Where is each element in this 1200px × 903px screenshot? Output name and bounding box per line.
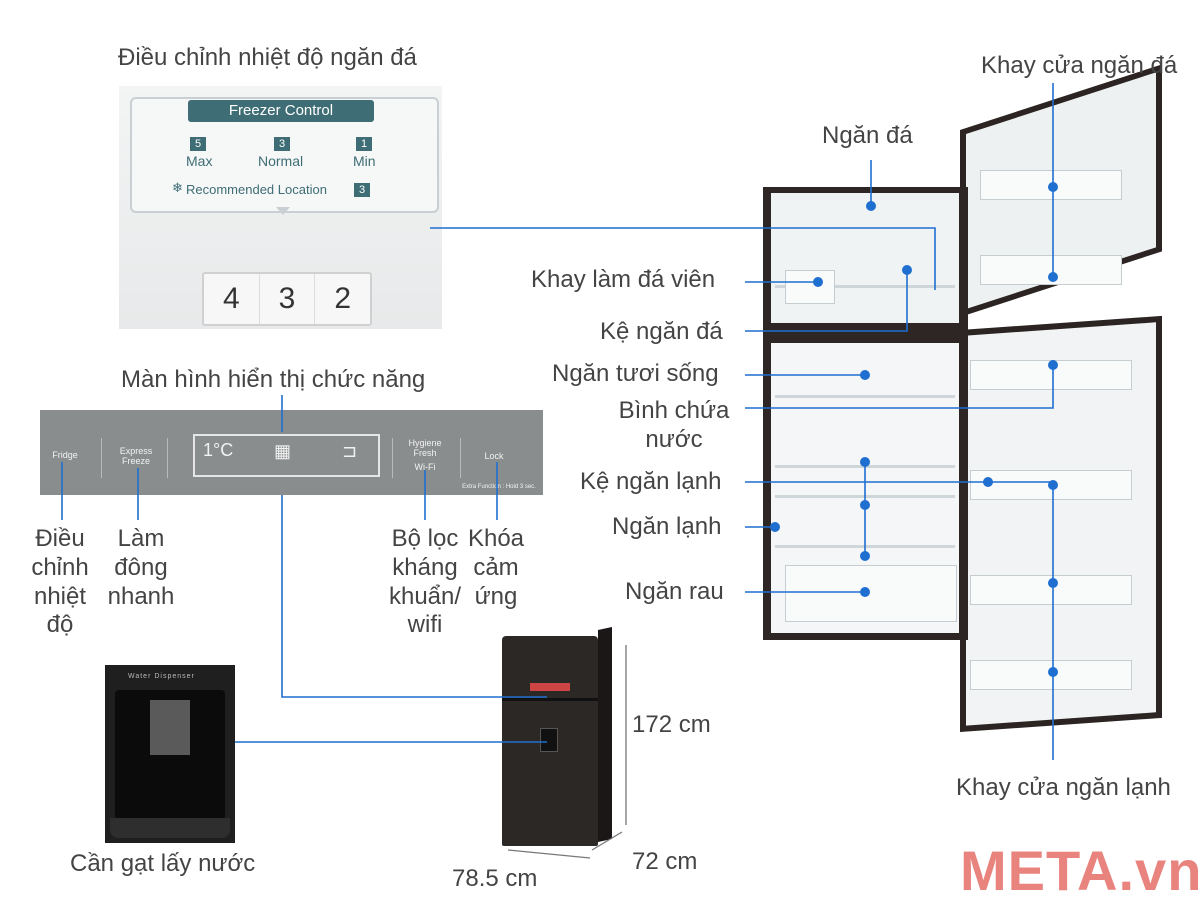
level-normal-number: 3 bbox=[274, 137, 290, 151]
level-min-label: Min bbox=[353, 153, 376, 169]
freezer-adjust-label: Điều chỉnh nhiệt độ ngăn đá bbox=[118, 44, 417, 71]
level-max-label: Max bbox=[186, 153, 213, 169]
freezer-control-title: Freezer Control bbox=[188, 100, 374, 122]
strip-fridge-button[interactable]: Fridge bbox=[52, 450, 78, 460]
water-tank-label: Bình chứa nước bbox=[618, 397, 730, 453]
strip-divider bbox=[460, 438, 461, 478]
fridge-side bbox=[598, 627, 612, 842]
fridge-control-panel bbox=[530, 683, 570, 691]
level-normal-label: Normal bbox=[258, 153, 304, 169]
fridge-door-split bbox=[502, 698, 598, 701]
fridge-shelf bbox=[775, 465, 955, 468]
snowflake-icon: ❄ bbox=[172, 180, 183, 195]
ice-tray bbox=[785, 270, 835, 304]
display-label: Màn hình hiển thị chức năng bbox=[121, 366, 426, 393]
lock-icon: ⊐ bbox=[342, 441, 358, 461]
door-bin bbox=[980, 255, 1122, 285]
fast-freeze-label: Làm đông nhanh bbox=[107, 525, 175, 610]
level-max-number: 5 bbox=[190, 137, 206, 151]
strip-express-freeze-button[interactable]: Express Freeze bbox=[119, 446, 153, 467]
panel-pointer-icon bbox=[276, 207, 290, 215]
door-bin bbox=[970, 470, 1132, 500]
control-strip bbox=[40, 410, 543, 495]
water-lever-label: Cần gạt lấy nước bbox=[70, 850, 256, 877]
veg-drawer-label: Ngăn rau bbox=[625, 578, 724, 605]
fridge-shelf bbox=[775, 545, 955, 548]
depth-label: 72 cm bbox=[632, 848, 698, 875]
level-min-number: 1 bbox=[356, 137, 372, 151]
recommended-location-number: 3 bbox=[354, 183, 370, 197]
touch-lock-label: Khóa cảm ứng bbox=[467, 525, 525, 610]
water-lever[interactable] bbox=[150, 700, 190, 755]
strip-extra-note: Extra Function : Hold 3 sec. bbox=[462, 484, 536, 490]
door-bin bbox=[980, 170, 1122, 200]
door-bin bbox=[970, 360, 1132, 390]
vegetable-drawer bbox=[785, 565, 957, 622]
strip-divider bbox=[392, 438, 393, 478]
freezer-compartment-label: Ngăn đá bbox=[822, 122, 913, 149]
fridge-dispenser bbox=[540, 728, 558, 752]
door-bin bbox=[970, 575, 1132, 605]
fridge-shelf bbox=[775, 495, 955, 498]
strip-divider bbox=[101, 438, 102, 478]
freezer-door-tray-label: Khay cửa ngăn đá bbox=[981, 52, 1178, 79]
door-bin bbox=[970, 660, 1132, 690]
dial-digit: 2 bbox=[334, 282, 352, 315]
fridge-shelf-label: Kệ ngăn lạnh bbox=[580, 468, 722, 495]
dial-digit: 3 bbox=[260, 274, 316, 324]
strip-divider bbox=[167, 438, 168, 478]
strip-lock-button[interactable]: Lock bbox=[484, 451, 504, 461]
display-panel bbox=[193, 434, 380, 477]
fresh-zone-label: Ngăn tươi sống bbox=[552, 360, 719, 387]
filter-wifi-label: Bộ lọc kháng khuẩn/ wifi bbox=[388, 525, 462, 639]
drip-tray bbox=[110, 818, 230, 838]
freezer-shelf-label: Kệ ngăn đá bbox=[600, 318, 723, 345]
strip-wifi-label: Wi-Fi bbox=[414, 462, 436, 472]
temp-adjust-label: Điều chỉnh nhiệt độ bbox=[31, 525, 89, 639]
fridge-shelf bbox=[775, 395, 955, 398]
brand-logo[interactable]: META.vn bbox=[960, 839, 1200, 902]
ice-tray-label: Khay làm đá viên bbox=[531, 266, 716, 293]
dial-digit: 4 bbox=[204, 274, 260, 324]
fridge-door-tray-label: Khay cửa ngăn lạnh bbox=[956, 774, 1171, 801]
width-label: 78.5 cm bbox=[452, 865, 538, 892]
temp-display: 1°C bbox=[203, 440, 234, 460]
filter-icon: ▦ bbox=[274, 441, 292, 461]
recommended-location-label: Recommended Location bbox=[186, 182, 327, 197]
height-label: 172 cm bbox=[632, 711, 711, 738]
strip-hygiene-button[interactable]: Hygiene Fresh bbox=[408, 438, 442, 459]
freezer-dial[interactable]: 4 3 2 bbox=[202, 272, 372, 326]
dispenser-label: Water Dispenser bbox=[128, 673, 195, 680]
fridge-compartment-label: Ngăn lạnh bbox=[612, 513, 722, 540]
